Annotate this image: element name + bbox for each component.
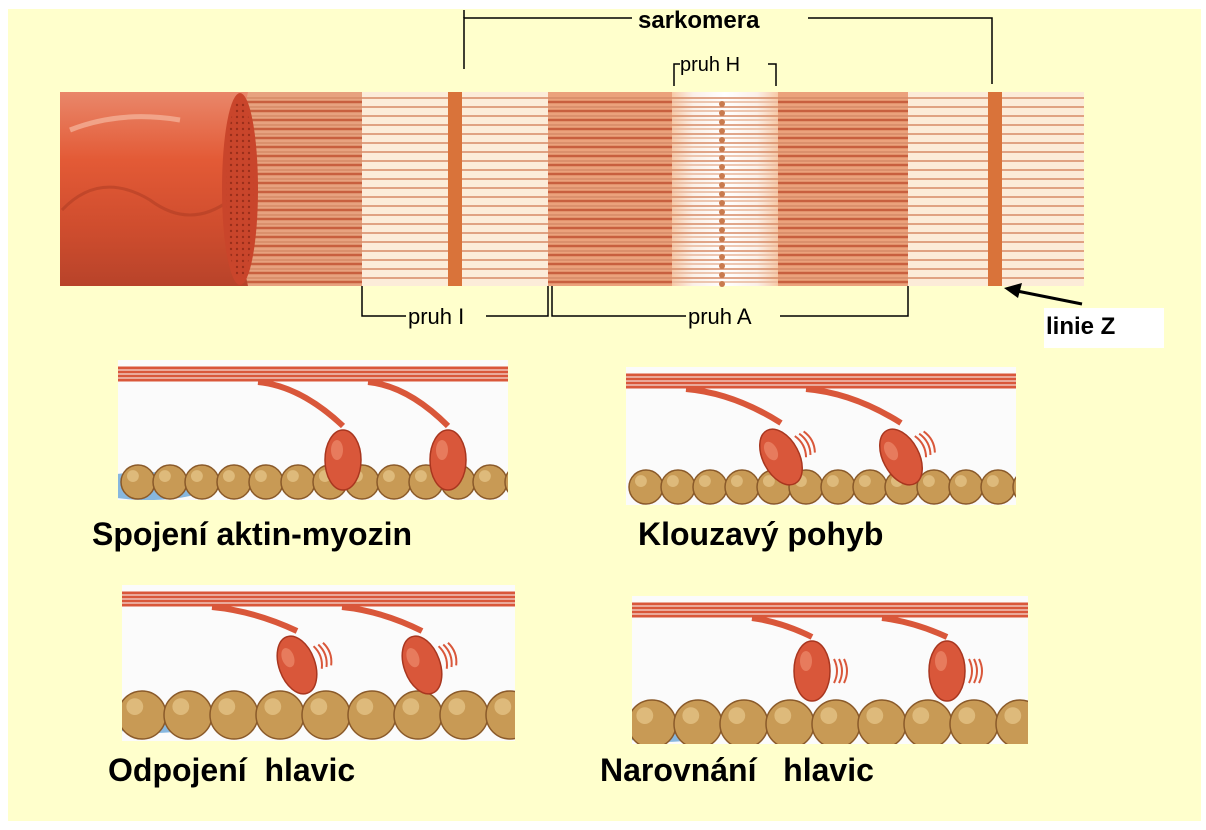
actin-bead <box>904 700 952 744</box>
actin-bead <box>693 470 727 504</box>
actin-bead <box>185 465 219 499</box>
myosin-head <box>270 625 340 700</box>
actin-bead <box>766 700 814 744</box>
caption-head-straightening: Narovnání hlavic <box>600 752 874 789</box>
actin-bead <box>394 691 442 739</box>
a-band-label: pruh A <box>688 304 752 330</box>
myosin-neck <box>882 618 947 637</box>
myosin-neck <box>258 382 343 426</box>
m-line-bead <box>719 209 725 215</box>
actin-bead <box>629 470 663 504</box>
actin-bead <box>249 465 283 499</box>
motion-line <box>969 659 972 683</box>
actin-bead <box>1013 470 1016 504</box>
actin-bead <box>164 691 212 739</box>
panel-sliding-movement <box>626 367 1016 505</box>
actin-bead <box>486 691 515 739</box>
m-line-bead <box>719 218 725 224</box>
z-line-left <box>448 92 462 286</box>
sarcomere-bracket-left <box>464 18 632 69</box>
myosin-neck <box>806 389 901 423</box>
actin-bead <box>217 465 251 499</box>
h-zone-region <box>672 92 778 286</box>
h-band-label: pruh H <box>680 54 740 77</box>
m-line <box>719 101 725 287</box>
actin-bead <box>853 470 887 504</box>
motion-line <box>979 659 982 683</box>
myosin-neck <box>212 607 297 631</box>
myosin-head <box>794 641 847 701</box>
m-line-bead <box>719 245 725 251</box>
actin-bead <box>281 465 315 499</box>
m-line-bead <box>719 146 725 152</box>
actin-bead <box>632 700 676 744</box>
myosin-head <box>929 641 982 701</box>
motion-line <box>974 659 977 683</box>
m-line-bead <box>719 200 725 206</box>
actin-bead <box>153 465 187 499</box>
actin-bead <box>210 691 258 739</box>
panel-head-detachment <box>122 585 515 741</box>
m-line-bead <box>719 137 725 143</box>
motion-line <box>839 659 842 683</box>
actin-bead <box>256 691 304 739</box>
actin-bead <box>440 691 488 739</box>
myosin-neck <box>752 618 812 637</box>
actin-bead <box>674 700 722 744</box>
myosin-neck <box>342 607 422 631</box>
fiber-cylinder <box>60 92 248 286</box>
actin-bead <box>812 700 860 744</box>
m-line-bead <box>719 101 725 107</box>
actin-bead <box>348 691 396 739</box>
z-line-right <box>988 92 1002 286</box>
i-band-label: pruh I <box>408 304 464 330</box>
actin-bead <box>473 465 507 499</box>
actin-bead <box>821 470 855 504</box>
actin-bead <box>949 470 983 504</box>
myosin-neck <box>368 382 448 426</box>
m-line-bead <box>719 155 725 161</box>
m-line-bead <box>719 191 725 197</box>
m-line-bead <box>719 119 725 125</box>
m-line-bead <box>719 272 725 278</box>
actin-bead <box>505 465 508 499</box>
actin-bead <box>122 691 166 739</box>
myosin-head <box>325 430 361 490</box>
m-line-bead <box>719 128 725 134</box>
m-line-bead <box>719 236 725 242</box>
m-line-bead <box>719 227 725 233</box>
m-line-bead <box>719 173 725 179</box>
m-line-bead <box>719 164 725 170</box>
caption-sliding-movement: Klouzavý pohyb <box>638 516 883 553</box>
myosin-head <box>395 625 465 700</box>
actin-bead <box>121 465 155 499</box>
m-line-bead <box>719 182 725 188</box>
actin-bead <box>858 700 906 744</box>
panel-head-straightening <box>632 596 1028 744</box>
m-line-bead <box>719 254 725 260</box>
sarcomere-bracket-right <box>808 18 992 84</box>
caption-actin-myosin-binding: Spojení aktin-myozin <box>92 516 412 553</box>
m-line-bead <box>719 281 725 287</box>
myosin-neck <box>686 389 781 423</box>
actin-bead <box>720 700 768 744</box>
sarcomere-label: sarkomera <box>638 7 759 35</box>
actin-bead <box>981 470 1015 504</box>
panel-actin-myosin-binding <box>118 360 508 500</box>
m-line-bead <box>719 263 725 269</box>
actin-bead <box>725 470 759 504</box>
motion-line <box>844 659 847 683</box>
caption-head-detachment: Odpojení hlavic <box>108 752 355 789</box>
actin-bead <box>950 700 998 744</box>
motion-line <box>834 659 837 683</box>
actin-bead <box>302 691 350 739</box>
z-line-label: linie Z <box>1044 308 1164 348</box>
actin-bead <box>661 470 695 504</box>
actin-bead <box>377 465 411 499</box>
m-line-bead <box>719 110 725 116</box>
myosin-head <box>430 430 466 490</box>
